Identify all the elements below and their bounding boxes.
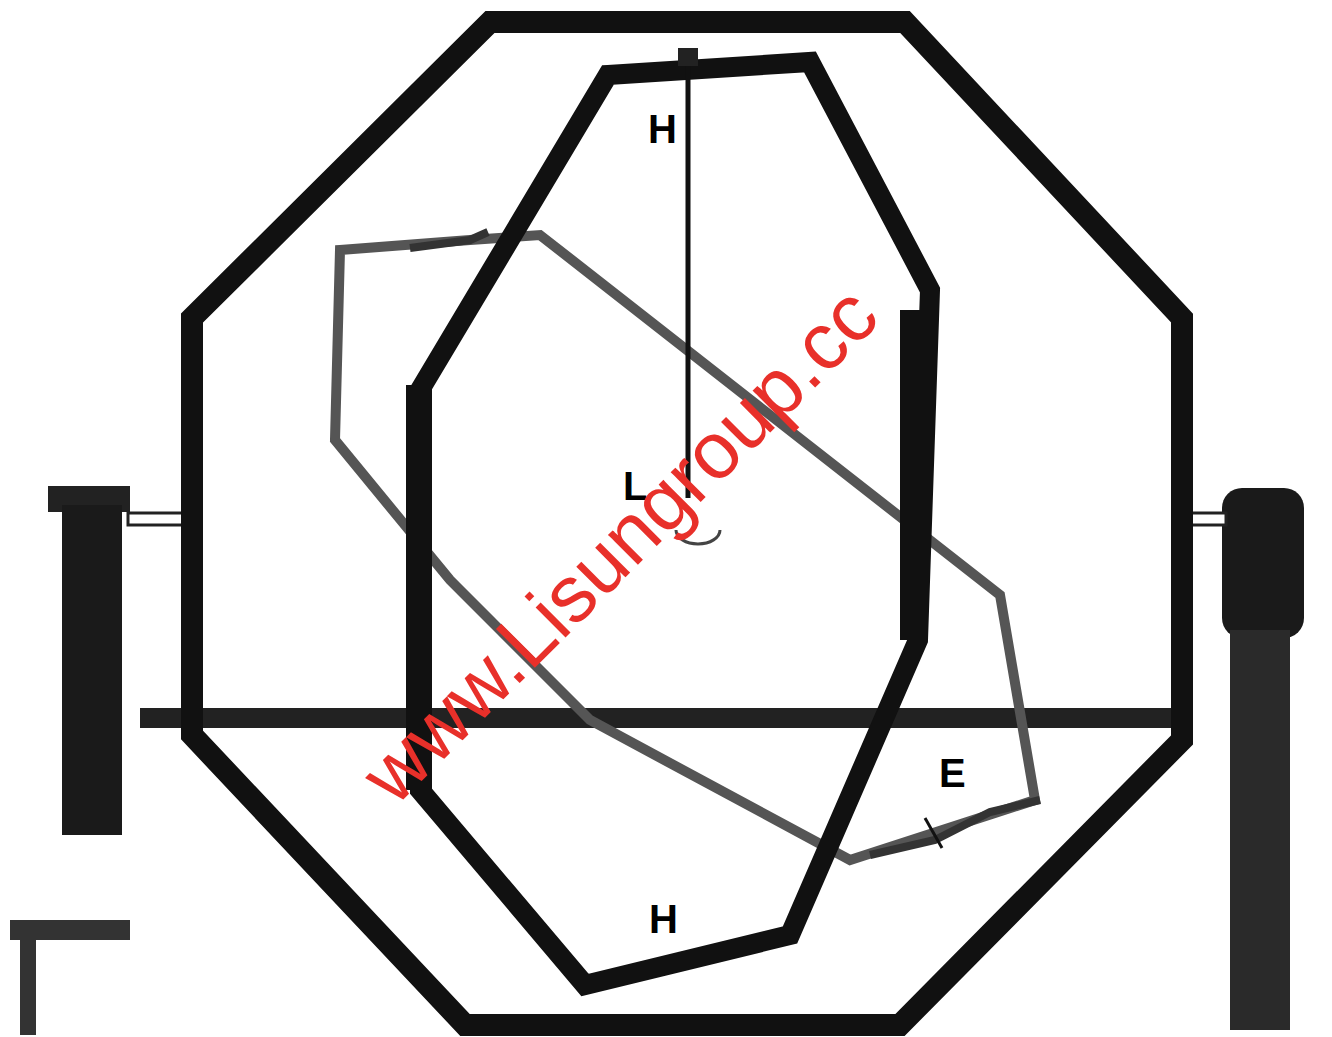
support-post — [1230, 630, 1290, 1030]
horizontal-bar — [140, 708, 1190, 728]
outer-frame — [192, 22, 1182, 1025]
clamp — [410, 232, 488, 248]
frame-edge — [900, 310, 926, 640]
pivot — [678, 48, 698, 66]
base-leg — [20, 935, 36, 1035]
clamp — [870, 800, 1040, 855]
bearing-post — [62, 505, 122, 835]
part-label: H — [646, 898, 681, 940]
part-label: H — [645, 108, 680, 150]
drive-disk — [1222, 488, 1304, 638]
part-label: E — [936, 752, 969, 794]
clamp-tab — [925, 818, 942, 848]
